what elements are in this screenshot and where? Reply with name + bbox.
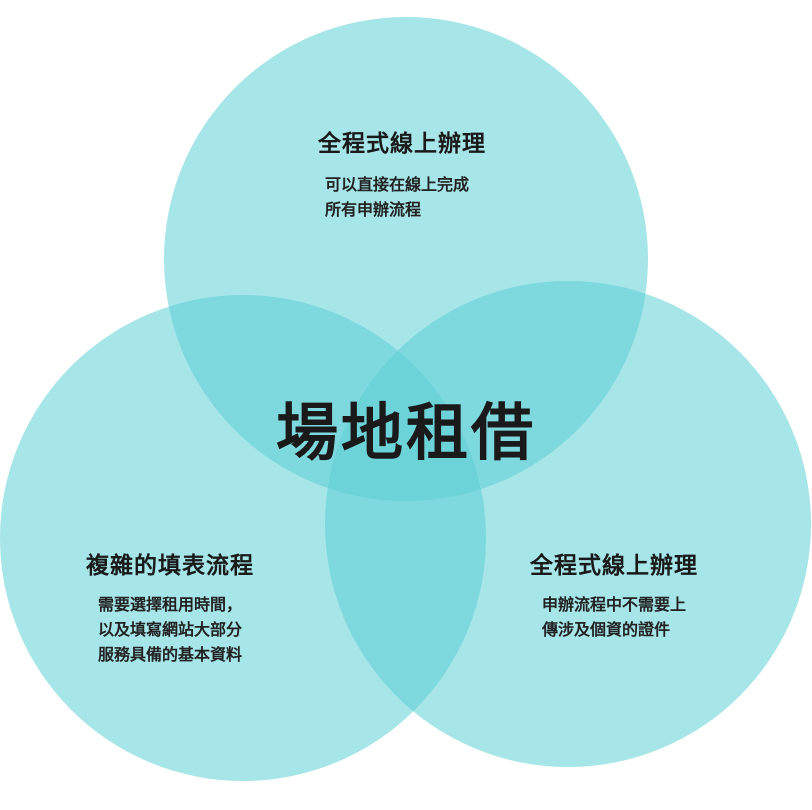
right-circle-desc-line: 傳涉及個資的證件 [542,620,671,639]
left-circle-desc-line: 服務具備的基本資料 [98,645,243,664]
top-circle-description: 可以直接在線上完成 所有申辦流程 [325,172,469,222]
left-circle-desc-line: 需要選擇租用時間， [98,595,243,614]
top-circle-title: 全程式線上辦理 [318,131,486,157]
left-circle-title: 複雜的填表流程 [86,553,254,579]
top-circle-desc-line: 可以直接在線上完成 [325,175,470,194]
right-circle-desc-line: 申辦流程中不需要上 [542,595,687,614]
top-circle-desc-line: 所有申辦流程 [325,200,422,219]
left-circle-desc-line: 以及填寫網站大部分 [98,620,243,639]
venn-circle-right [325,281,811,767]
right-circle-title: 全程式線上辦理 [530,553,698,579]
right-circle-description: 申辦流程中不需要上 傳涉及個資的證件 [542,592,686,642]
left-circle-description: 需要選擇租用時間， 以及填寫網站大部分 服務具備的基本資料 [98,592,242,667]
center-title: 場地租借 [275,396,536,469]
